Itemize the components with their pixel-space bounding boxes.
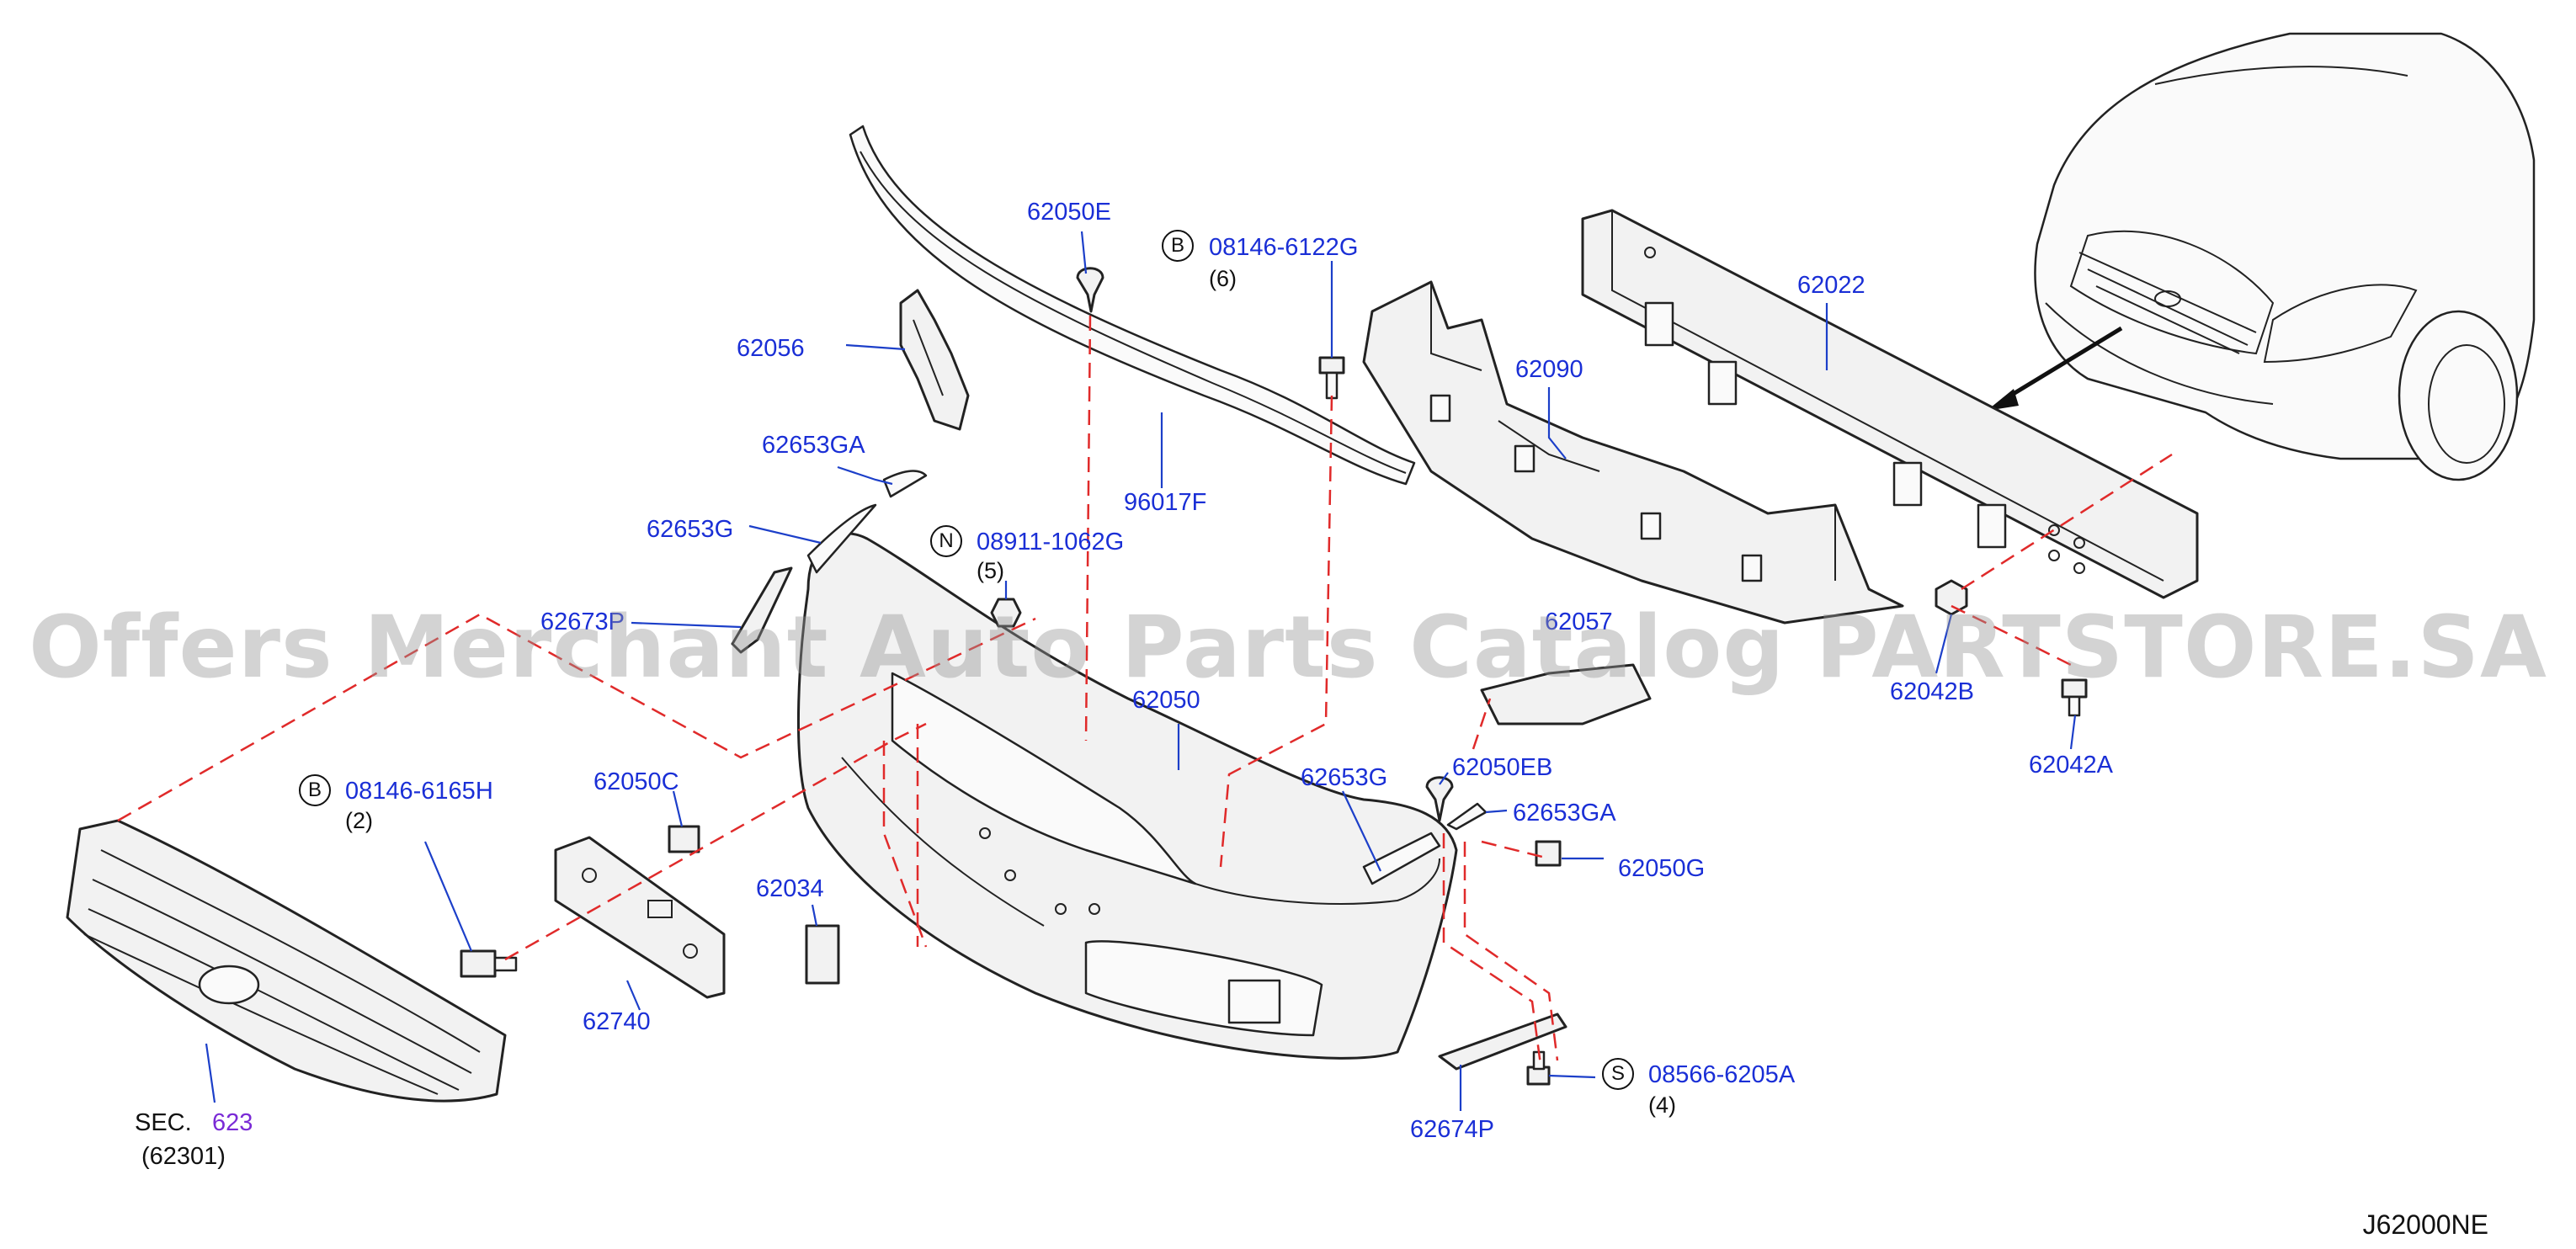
- callout-96017F[interactable]: 96017F: [1124, 489, 1207, 516]
- bracket-62056: [899, 289, 970, 431]
- fastener-mark-n: N: [930, 525, 962, 557]
- callout-62673P[interactable]: 62673P: [540, 609, 625, 635]
- callout-62022[interactable]: 62022: [1797, 272, 1865, 299]
- qty-08911-1062G: (5): [977, 558, 1004, 583]
- callout-62674P[interactable]: 62674P: [1410, 1116, 1494, 1143]
- callout-62653G-right[interactable]: 62653G: [1301, 764, 1388, 791]
- vehicle-front-illustration: [1987, 32, 2536, 481]
- callout-62740[interactable]: 62740: [583, 1008, 651, 1035]
- callout-62653G-left[interactable]: 62653G: [647, 516, 734, 543]
- callout-08911-1062G[interactable]: 08911-1062G: [977, 529, 1125, 555]
- callout-62050E[interactable]: 62050E: [1027, 199, 1111, 226]
- section-link-623[interactable]: 623: [212, 1109, 253, 1136]
- small-hardware: [460, 267, 2088, 1086]
- energy-absorber-62090: [1362, 280, 1904, 624]
- callout-62050G[interactable]: 62050G: [1618, 855, 1706, 882]
- bumper-upper-strip-96017F: [849, 125, 1416, 486]
- section-ref: (62301): [141, 1143, 226, 1170]
- bumper-reinforcement-62022: [1581, 209, 2199, 599]
- callout-62050[interactable]: 62050: [1132, 687, 1200, 714]
- callout-62653GA-top[interactable]: 62653GA: [762, 432, 865, 459]
- callout-62042A[interactable]: 62042A: [2029, 752, 2113, 779]
- callout-62057[interactable]: 62057: [1545, 609, 1613, 635]
- callout-62034[interactable]: 62034: [756, 875, 824, 902]
- callout-62050EB[interactable]: 62050EB: [1452, 754, 1553, 781]
- callout-08146-6165H[interactable]: 08146-6165H: [345, 778, 493, 805]
- callout-62056[interactable]: 62056: [737, 335, 805, 362]
- front-grille: [66, 819, 507, 1103]
- diagram-code: J62000NE: [2362, 1209, 2488, 1240]
- fastener-mark-b-1: B: [1162, 230, 1194, 262]
- assembly-guide-lines: [117, 315, 2173, 1066]
- fastener-mark-b-2: B: [299, 774, 331, 806]
- callout-leaders: [205, 231, 2077, 1111]
- license-plate-bracket-62740: [554, 836, 726, 999]
- callout-62050C[interactable]: 62050C: [593, 768, 679, 795]
- qty-08566-6205A: (4): [1648, 1092, 1676, 1118]
- callout-08566-6205A[interactable]: 08566-6205A: [1648, 1061, 1796, 1088]
- callout-62042B[interactable]: 62042B: [1890, 678, 1974, 705]
- callout-08146-6122G[interactable]: 08146-6122G: [1209, 234, 1359, 261]
- qty-08146-6122G: (6): [1209, 266, 1237, 291]
- callout-62090[interactable]: 62090: [1515, 356, 1583, 383]
- fastener-mark-s: S: [1602, 1058, 1634, 1090]
- callout-62653GA-right[interactable]: 62653GA: [1513, 800, 1616, 826]
- qty-08146-6165H: (2): [345, 808, 373, 833]
- bumper-fascia-62050: [796, 532, 1458, 1060]
- section-label: SEC.: [135, 1109, 192, 1136]
